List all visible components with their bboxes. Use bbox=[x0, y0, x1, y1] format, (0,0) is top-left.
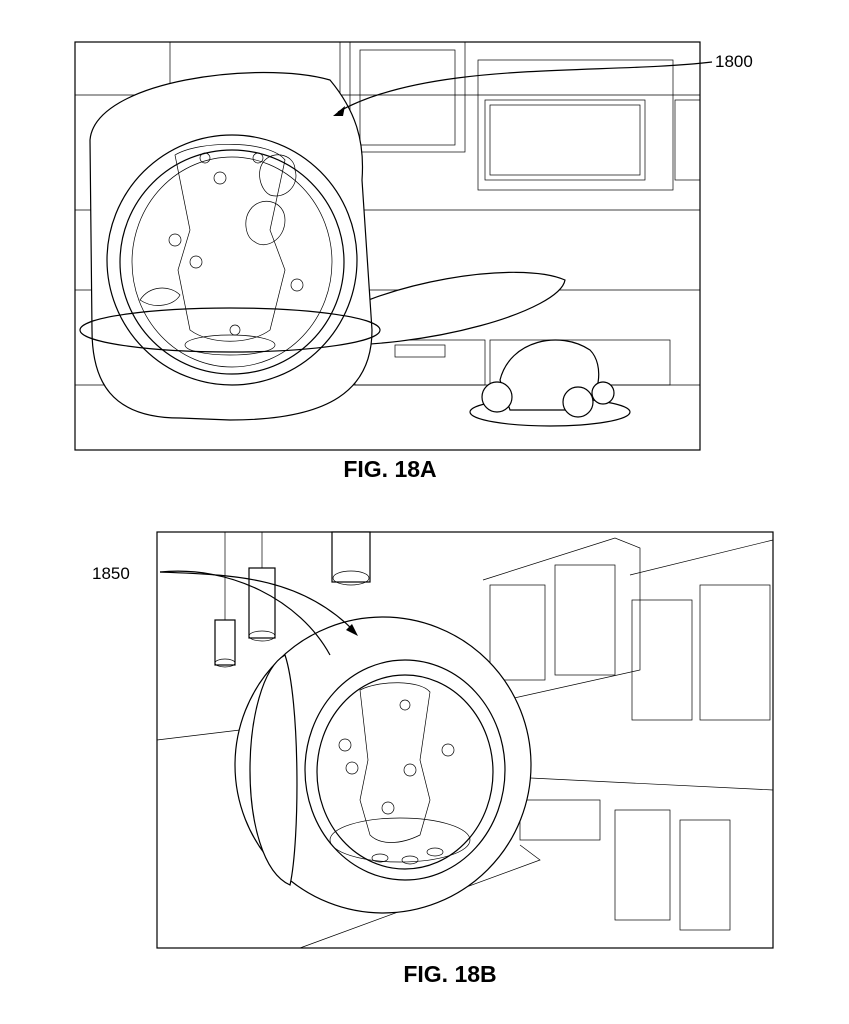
reference-numeral-1800: 1800 bbox=[715, 52, 753, 71]
plant-tower-b bbox=[338, 682, 455, 865]
growing-device-sphere bbox=[234, 616, 532, 914]
fig-18b-drawing bbox=[156, 531, 774, 949]
figure-caption-18a: FIG. 18A bbox=[343, 456, 437, 482]
leader-line-1800 bbox=[337, 61, 713, 113]
plant-tower bbox=[139, 144, 304, 356]
reference-numeral-1850: 1850 bbox=[92, 564, 130, 583]
growing-device-housing bbox=[89, 71, 373, 421]
leader-line-1850 bbox=[159, 571, 356, 633]
fig-18a-drawing bbox=[74, 41, 713, 451]
kitchen-cabinets-b bbox=[156, 537, 774, 949]
fruit-plate bbox=[469, 339, 631, 427]
open-lid bbox=[309, 271, 566, 347]
figure-caption-18b: FIG. 18B bbox=[403, 961, 497, 987]
